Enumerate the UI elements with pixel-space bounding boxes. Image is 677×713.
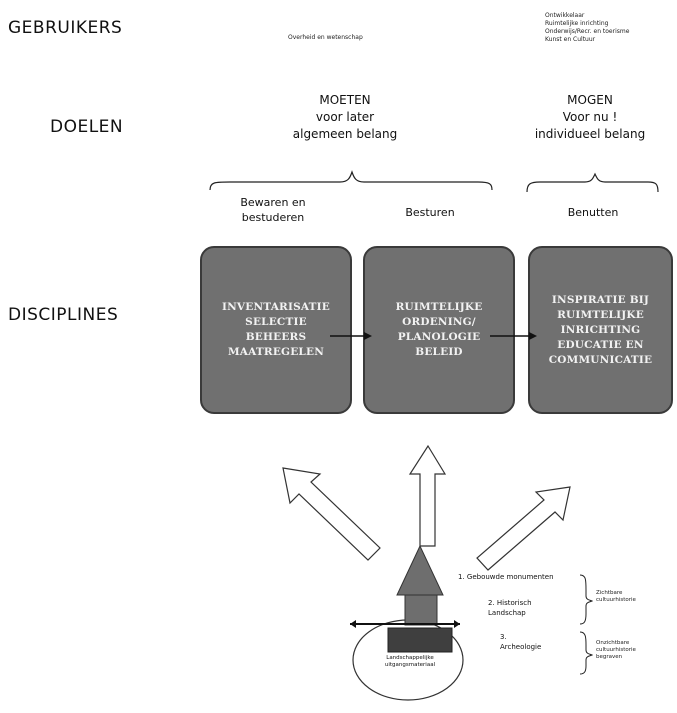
layer-archeologie-line: Archeologie [500,643,542,651]
ellipse-label-line: uitgangsmateriaal [384,662,436,668]
goal-moeten-line: MOETEN [319,93,371,107]
users-right-item: Onderwijs/Recr. en toerisme [545,28,630,35]
users-right-item: Kunst en Cultuur [545,36,596,43]
house-roof [396,544,444,596]
brace-moeten [209,170,493,191]
layer-archeologie: 3. Archeologie [500,632,541,652]
house-body [404,594,438,626]
layer-historisch-landschap: 2. Historisch Landschap [488,598,532,618]
label-onzichtbare-line: begraven [596,654,623,660]
discipline-box-inspiratie: INSPIRATIE BIJ RUIMTELIJKE INRICHTING ED… [528,246,673,414]
discipline-box-ruimtelijke-ordening: RUIMTELIJKE ORDENING/ PLANOLOGIE BELEID [363,246,515,414]
layer-gebouwde-monumenten: 1. Gebouwde monumenten [458,573,554,581]
label-zichtbare-line: cultuurhistorie [596,597,636,603]
users-right: Ontwikkelaar Ruimtelijke inrichting Onde… [545,12,629,44]
ellipse-label-line: Landschappelijke [386,655,434,661]
subgoal-benutten: Benutten [567,206,619,219]
discipline-box-inventarisatie: INVENTARISATIE SELECTIE BEHEERS MAATREGE… [200,246,352,414]
users-right-item: Ontwikkelaar [545,12,585,19]
goal-mogen-line: individueel belang [534,127,646,141]
label-onzichtbare-cultuurhistorie: Onzichtbare cultuurhistorie begraven [596,640,636,661]
subgoal-bewaren-line: bestuderen [241,211,305,224]
label-zichtbare-cultuurhistorie: Zichtbare cultuurhistorie [596,590,636,604]
discipline-box-inventarisatie-text: INVENTARISATIE SELECTIE BEHEERS MAATREGE… [222,301,330,358]
goal-moeten-line: algemeen belang [292,127,398,141]
users-left: Overheid en wetenschap [288,34,363,41]
row-label-doelen: DOELEN [50,117,124,137]
hollow-arrow-right [476,486,571,571]
label-onzichtbare-line: cultuurhistorie [596,647,636,653]
goal-moeten: MOETEN voor later algemeen belang [250,92,440,143]
arrow-box2-to-box3 [490,332,537,340]
discipline-box-ruimtelijke-ordening-text: RUIMTELIJKE ORDENING/ PLANOLOGIE BELEID [395,301,483,358]
label-zichtbare-line: Zichtbare [596,590,623,596]
hollow-arrow-left [282,467,381,561]
subgoal-bewaren-line: Bewaren en [240,196,306,209]
layer-historisch-landschap-line: 2. Historisch [488,599,532,607]
row-label-disciplines: DISCIPLINES [8,305,119,325]
goal-moeten-line: voor later [315,110,375,124]
goal-mogen-line: Voor nu ! [562,110,618,124]
goal-mogen-line: MOGEN [567,93,613,107]
label-onzichtbare-line: Onzichtbare [596,640,630,646]
brace-mogen [526,172,659,193]
subgoal-bewaren: Bewaren en bestuderen [218,195,328,225]
arrow-box1-to-box2 [330,332,372,340]
users-right-item: Ruimtelijke inrichting [545,20,609,27]
ellipse-label: Landschappelijke uitgangsmateriaal [380,655,440,669]
buried-base [387,627,453,653]
layer-archeologie-line: 3. [500,633,507,641]
row-label-gebruikers: GEBRUIKERS [8,18,123,38]
discipline-box-inspiratie-text: INSPIRATIE BIJ RUIMTELIJKE INRICHTING ED… [548,293,653,366]
subgoal-besturen: Besturen [405,206,455,219]
brace-zichtbaar [579,574,594,625]
brace-onzichtbaar [579,631,594,675]
hollow-arrow-center [408,444,447,547]
goal-mogen: MOGEN Voor nu ! individueel belang [510,92,670,143]
layer-historisch-landschap-line: Landschap [488,609,526,617]
